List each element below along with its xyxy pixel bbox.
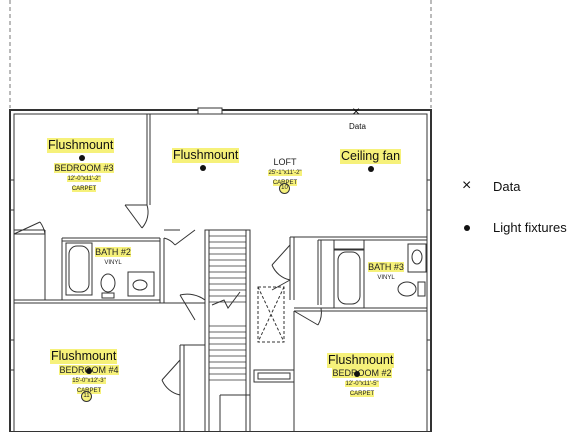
bedroom2-fixture-label: Flushmount bbox=[327, 353, 395, 368]
bedroom4-dims: 15'-0"x12'-3" bbox=[72, 378, 106, 384]
legend-data-symbol: × bbox=[462, 177, 472, 194]
bedroom2-dims: 12'-0"x11'-5" bbox=[345, 381, 379, 387]
bedroom2-light-fixture bbox=[354, 371, 360, 377]
legend-data-label: Data bbox=[493, 179, 521, 194]
bedroom4-fixture-label: Flushmount bbox=[50, 349, 118, 364]
bedroom2-floor: CARPET bbox=[349, 391, 375, 397]
legend-light-symbol bbox=[464, 225, 470, 231]
ceiling-fan-label: Ceiling fan bbox=[340, 149, 402, 164]
bedroom4-light-fixture bbox=[86, 368, 92, 374]
bedroom3-name: BEDROOM #3 bbox=[54, 163, 114, 173]
loft-name: LOFT bbox=[273, 157, 297, 167]
loft-dims: 25'-1"x11'-2" bbox=[268, 170, 302, 176]
ceiling-fan-fixture bbox=[368, 166, 374, 172]
bath3-room-label: BATH #3 VINYL bbox=[366, 262, 406, 282]
bedroom3-floor: CARPET bbox=[71, 186, 97, 192]
loft-light-fixture bbox=[200, 165, 206, 171]
bedroom2-name: BEDROOM #2 bbox=[332, 368, 392, 378]
loft-room-number: 10 bbox=[279, 183, 290, 194]
bedroom3-room-label: BEDROOM #3 12'-0"x11'-2" CARPET bbox=[52, 163, 116, 193]
bath2-floor: VINYL bbox=[104, 260, 122, 266]
bedroom4-room-number: 11 bbox=[81, 391, 92, 402]
bedroom3-dims: 12'-0"x11'-2" bbox=[67, 176, 101, 182]
bedroom3-light-fixture bbox=[79, 155, 85, 161]
loft-fixture-label: Flushmount bbox=[172, 148, 240, 163]
bedroom2-room-label: BEDROOM #2 12'-0"x11'-5" CARPET bbox=[330, 368, 394, 398]
bedroom3-fixture-label: Flushmount bbox=[47, 138, 115, 153]
bath2-name: BATH #2 bbox=[95, 247, 131, 257]
bath2-room-label: BATH #2 VINYL bbox=[93, 247, 133, 267]
bath3-name: BATH #3 bbox=[368, 262, 404, 272]
data-outlet-marker: × bbox=[352, 103, 361, 119]
bath3-floor: VINYL bbox=[377, 275, 395, 281]
data-outlet-label: Data bbox=[349, 122, 366, 131]
legend-light-label: Light fixtures bbox=[493, 220, 567, 235]
